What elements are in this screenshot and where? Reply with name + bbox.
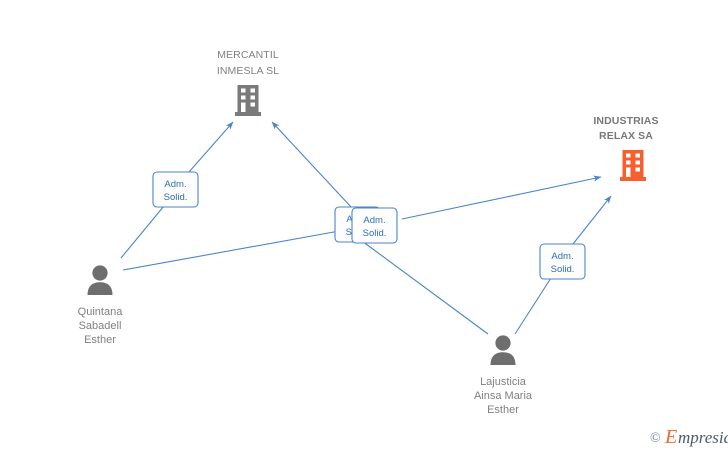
- node-label-line-1: Quintana: [78, 306, 124, 318]
- watermark-brand-rest: mpresia: [678, 428, 728, 447]
- edge-segment-quintana-to-label: [122, 229, 346, 271]
- edge-label-lajusticia-relax[interactable]: Adm. Solid.: [539, 243, 586, 280]
- edge-lajusticia-mercantil: [271, 121, 489, 335]
- edge-quintana-mercantil: [120, 121, 234, 259]
- node-label-line-3: Esther: [487, 404, 519, 416]
- node-label-line-1: MERCANTIL: [217, 49, 279, 61]
- edge-quintana-relax: [122, 175, 602, 271]
- watermark-brand-initial: E: [664, 426, 677, 448]
- edge-label-box[interactable]: [152, 171, 199, 208]
- edge-segment-lajusticia-to-label: [361, 240, 489, 335]
- node-quintana-sabadell-esther[interactable]: Quintana Sabadell Esther: [78, 265, 124, 346]
- edge-lajusticia-relax: [514, 195, 612, 335]
- edges-layer: [120, 121, 612, 335]
- edge-segment-quintana-to-label: [120, 205, 165, 259]
- edge-label-line-1: Adm.: [551, 251, 573, 262]
- person-icon[interactable]: [87, 265, 113, 295]
- building-icon[interactable]: [235, 85, 261, 116]
- edge-label-box[interactable]: [351, 207, 398, 244]
- edge-segment-label-to-mercantil: [188, 121, 234, 173]
- node-label-line-2: Ainsa Maria: [474, 390, 533, 402]
- node-label-line-2: INMESLA SL: [217, 65, 279, 77]
- edge-label-box[interactable]: [539, 243, 586, 280]
- node-mercantil-inmesla-sl[interactable]: MERCANTIL INMESLA SL: [217, 49, 279, 116]
- edge-segment-lajusticia-to-label: [514, 277, 552, 335]
- node-label-line-2: RELAX SA: [599, 130, 653, 142]
- edge-segment-label-to-relax: [572, 195, 612, 245]
- node-label-line-1: INDUSTRIAS: [593, 115, 658, 127]
- edge-label-quintana-mercantil[interactable]: Adm. Solid.: [152, 171, 199, 208]
- person-icon[interactable]: [490, 335, 516, 365]
- edge-label-line-2: Solid.: [551, 264, 575, 275]
- node-label-line-1: Lajusticia: [480, 376, 527, 388]
- node-lajusticia-ainsa-maria-esther[interactable]: Lajusticia Ainsa Maria Esther: [474, 335, 533, 416]
- node-label-line-3: Esther: [84, 334, 116, 346]
- edge-segment-label-to-mercantil: [271, 121, 353, 209]
- node-label-line-2: Sabadell: [79, 320, 122, 332]
- edge-label-line-1: Adm.: [363, 215, 385, 226]
- edge-segment-label-to-relax: [401, 175, 602, 220]
- edge-label-line-1: Adm.: [164, 179, 186, 190]
- node-industrias-relax-sa[interactable]: INDUSTRIAS RELAX SA: [593, 115, 658, 181]
- building-icon[interactable]: [620, 150, 646, 181]
- edge-label-line-2: Solid.: [363, 228, 387, 239]
- edge-label-line-2: Solid.: [164, 192, 188, 203]
- watermark-empresia: © E mpresia: [650, 426, 728, 448]
- copyright-icon: ©: [650, 431, 661, 446]
- edge-label-quintana-relax[interactable]: Adm. Solid.: [351, 207, 398, 244]
